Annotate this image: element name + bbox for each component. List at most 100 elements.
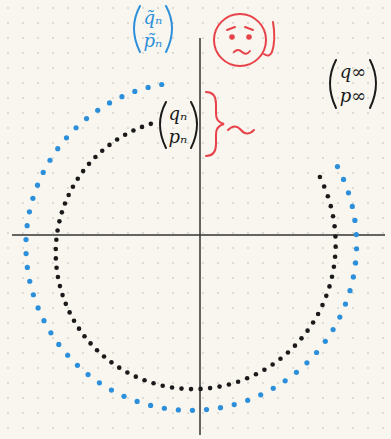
grid-dot (202, 187, 204, 189)
orbit-dot (75, 176, 80, 181)
orbit-dot (121, 394, 126, 399)
parentheses (134, 6, 376, 148)
grid-dot (22, 67, 24, 69)
grid-dot (22, 262, 24, 264)
grid-dot (22, 172, 24, 174)
grid-dot (22, 277, 24, 279)
grid-dot (82, 52, 84, 54)
orbit-dot (140, 125, 145, 130)
grid-dot (127, 262, 129, 264)
grid-dot (232, 352, 234, 354)
grid-dot (172, 67, 174, 69)
grid-dot (337, 382, 339, 384)
grid-dot (157, 232, 159, 234)
orbit-dot (327, 284, 332, 289)
grid-dot (262, 97, 264, 99)
orbit-dot (293, 343, 298, 348)
grid-dot (157, 157, 159, 159)
grid-dot (337, 172, 339, 174)
grid-dot (307, 112, 309, 114)
grid-dot (322, 217, 324, 219)
orbit-dot (54, 237, 59, 242)
grid-dot (157, 142, 159, 144)
grid-dot (277, 427, 279, 429)
grid-dot (82, 127, 84, 129)
perturbed-orbit (23, 82, 359, 413)
grid-dot (337, 367, 339, 369)
grid-dot (52, 307, 54, 309)
grid-dot (187, 292, 189, 294)
grid-dot (97, 127, 99, 129)
grid-dot (52, 352, 54, 354)
grid-dot (322, 307, 324, 309)
grid-dot (82, 67, 84, 69)
grid-dot (337, 427, 339, 429)
grid-dot (352, 232, 354, 234)
grid-dot (7, 292, 9, 294)
grid-dot (382, 247, 384, 249)
grid-dot (352, 127, 354, 129)
grid-dot (247, 262, 249, 264)
grid-dot (112, 217, 114, 219)
grid-dot (67, 382, 69, 384)
grid-dot (202, 67, 204, 69)
grid-dot (7, 7, 9, 9)
grid-dot (277, 292, 279, 294)
grid-dot (142, 67, 144, 69)
grid-dot (172, 352, 174, 354)
grid-dot (37, 172, 39, 174)
grid-dot (37, 322, 39, 324)
grid-dot (157, 67, 159, 69)
grid-dot (262, 322, 264, 324)
grid-dot (217, 307, 219, 309)
grid-dot (82, 382, 84, 384)
orbit-dot (151, 381, 156, 386)
grid-dot (232, 307, 234, 309)
grid-dot (142, 337, 144, 339)
grid-dot (307, 202, 309, 204)
grid-dot (187, 367, 189, 369)
grid-dot (67, 232, 69, 234)
grid-dot (127, 412, 129, 414)
orbit-dot (31, 292, 36, 297)
grid-dot (217, 412, 219, 414)
grid-dot (187, 412, 189, 414)
grid-dot (337, 22, 339, 24)
grid-dot (52, 172, 54, 174)
orbit-dot (305, 328, 310, 333)
grid-dot (277, 382, 279, 384)
grid-dot (307, 247, 309, 249)
grid-dot (262, 7, 264, 9)
grid-dot (97, 217, 99, 219)
grid-dot (172, 262, 174, 264)
grid-dot (322, 82, 324, 84)
grid-dot (307, 292, 309, 294)
grid-dot (52, 157, 54, 159)
orbit-dot (245, 376, 250, 381)
grid-dot (112, 367, 114, 369)
grid-dot (52, 322, 54, 324)
grid-dot (37, 37, 39, 39)
grid-dot (232, 217, 234, 219)
grid-dot (97, 37, 99, 39)
grid-dot (172, 292, 174, 294)
grid-dot (232, 427, 234, 429)
grid-dot (382, 202, 384, 204)
orbit-dot (324, 294, 329, 299)
grid-dot (187, 322, 189, 324)
grid-dot (127, 247, 129, 249)
orbit-dot (149, 122, 154, 127)
tilde-mark (228, 127, 254, 134)
grid-dot (247, 217, 249, 219)
orbit-dot (60, 293, 65, 298)
grid-dot (307, 412, 309, 414)
grid-dot (52, 367, 54, 369)
grid-dot (22, 82, 24, 84)
grid-dot (67, 67, 69, 69)
grid-dot (172, 52, 174, 54)
grid-dot (202, 37, 204, 39)
grid-dot (307, 7, 309, 9)
grid-dot (322, 157, 324, 159)
orbit-dot (286, 350, 291, 355)
